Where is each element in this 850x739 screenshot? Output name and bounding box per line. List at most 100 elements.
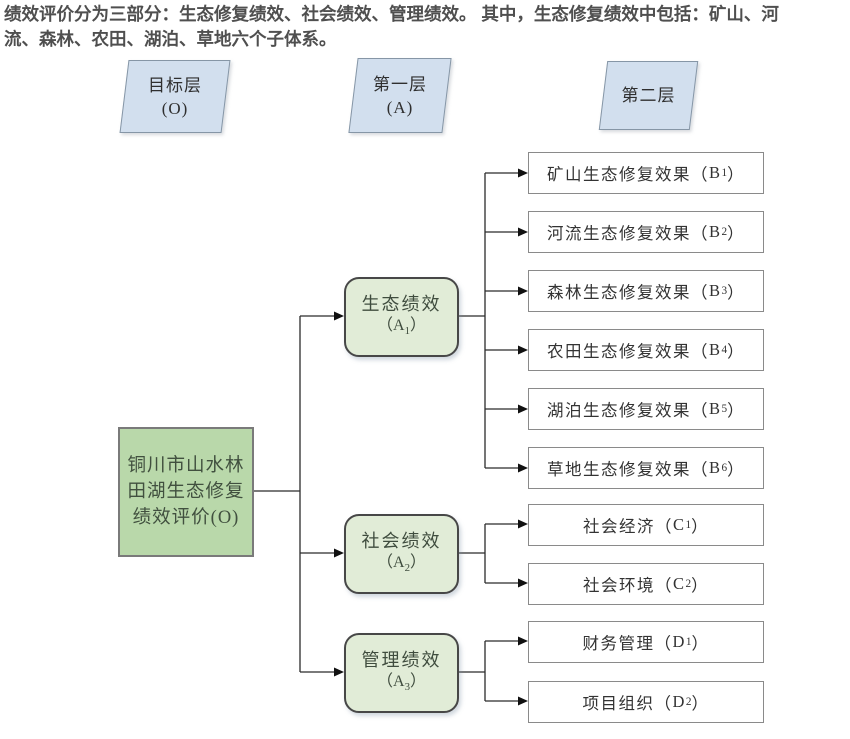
- connector-root-to-level1: [252, 315, 335, 673]
- connector-a2-to-c: [457, 523, 519, 584]
- arrowheads-b: [518, 168, 528, 473]
- arrowheads-level1: [334, 311, 344, 677]
- code-sub: 4: [721, 344, 728, 356]
- code-letter: B: [708, 163, 722, 182]
- node-title: 社会绩效: [361, 530, 442, 551]
- connector-a1-to-b: [457, 172, 519, 469]
- node-title: 生态绩效: [361, 293, 442, 314]
- code-sub: 3: [721, 285, 728, 297]
- paren-open: （: [690, 342, 709, 361]
- node-label: 草地生态修复效果: [546, 460, 691, 479]
- intro-line-1: 绩效评价分为三部分：生态修复绩效、社会绩效、管理绩效。 其中，生态修复绩效中包括…: [4, 4, 779, 24]
- root-line-3: 绩效评价(O): [132, 508, 240, 528]
- paren-open: （: [690, 283, 709, 302]
- paren-close: ）: [410, 316, 427, 334]
- paren-close: ）: [691, 694, 710, 713]
- node-label: 项目组织: [582, 694, 655, 713]
- code-letter: B: [708, 222, 722, 241]
- code-sub: 1: [404, 325, 410, 338]
- header-target-text: 目标层 (O): [125, 61, 225, 132]
- code-letter: C: [672, 574, 686, 593]
- header-second-layer: 第二层: [598, 61, 699, 130]
- header-code: (O): [161, 98, 189, 118]
- intro-line-2: 流、森林、农田、湖泊、草地六个子体系。: [4, 29, 337, 49]
- paren-close: ）: [727, 401, 746, 420]
- arrowheads-c: [518, 519, 528, 588]
- node-a1: 生态绩效 （A1）: [344, 277, 459, 357]
- code-sub: 1: [685, 636, 692, 648]
- header-title: 目标层: [148, 75, 202, 95]
- code-sub: 2: [685, 578, 692, 590]
- arrowheads-d: [518, 636, 528, 706]
- paren-close: ）: [727, 165, 746, 184]
- root-line-2: 田湖生态修复: [127, 482, 245, 502]
- header-second-text: 第二层: [604, 62, 693, 129]
- code-letter: C: [672, 515, 686, 534]
- intro-text: 绩效评价分为三部分：生态修复绩效、社会绩效、管理绩效。 其中，生态修复绩效中包括…: [4, 2, 848, 52]
- node-label: 森林生态修复效果: [546, 283, 691, 302]
- code-sub: 3: [404, 681, 410, 694]
- code-sub: 2: [685, 696, 692, 708]
- paren-open: （: [690, 224, 709, 243]
- connector-a3-to-d: [457, 640, 519, 702]
- paren-close: ）: [410, 672, 427, 690]
- code-sub: 5: [721, 403, 728, 415]
- root-node: 铜川市山水林 田湖生态修复 绩效评价(O): [118, 427, 254, 557]
- node-code: （A3）: [377, 672, 426, 697]
- header-code: (A): [386, 97, 414, 117]
- node-label: 社会环境: [582, 576, 655, 595]
- paren-open: （: [654, 576, 673, 595]
- node-label: 湖泊生态修复效果: [546, 401, 691, 420]
- paren-open: （: [376, 553, 393, 571]
- node-code: （A1）: [377, 316, 426, 341]
- paren-close: ）: [691, 634, 710, 653]
- code-letter: A: [393, 316, 405, 334]
- paren-close: ）: [727, 460, 746, 479]
- node-code: （A2）: [377, 553, 426, 578]
- paren-close: ）: [691, 517, 710, 536]
- code-letter: A: [393, 553, 405, 571]
- code-letter: B: [708, 458, 722, 477]
- code-letter: B: [708, 340, 722, 359]
- node-title: 管理绩效: [361, 649, 442, 670]
- paren-open: （: [376, 672, 393, 690]
- node-label: 财务管理: [582, 634, 655, 653]
- node-a3: 管理绩效 （A3）: [344, 633, 459, 713]
- code-letter: D: [672, 692, 686, 711]
- paren-close: ）: [691, 576, 710, 595]
- code-letter: B: [708, 399, 722, 418]
- code-letter: B: [708, 281, 722, 300]
- node-a2: 社会绩效 （A2）: [344, 514, 459, 594]
- header-first-layer: 第一层 (A): [348, 58, 452, 133]
- paren-close: ）: [727, 283, 746, 302]
- code-sub: 2: [721, 226, 728, 238]
- paren-close: ）: [727, 342, 746, 361]
- node-label: 农田生态修复效果: [546, 342, 691, 361]
- paren-close: ）: [410, 553, 427, 571]
- root-line-1: 铜川市山水林: [127, 456, 245, 476]
- node-label: 社会经济: [582, 517, 655, 536]
- code-sub: 1: [721, 167, 728, 179]
- header-title: 第一层: [373, 74, 427, 94]
- paren-open: （: [690, 460, 709, 479]
- header-target-layer: 目标层 (O): [119, 60, 231, 133]
- code-sub: 6: [721, 462, 728, 474]
- paren-close: ）: [727, 224, 746, 243]
- code-letter: A: [393, 672, 405, 690]
- code-sub: 1: [685, 519, 692, 531]
- node-label: 河流生态修复效果: [546, 224, 691, 243]
- paren-open: （: [654, 634, 673, 653]
- code-sub: 2: [404, 562, 410, 575]
